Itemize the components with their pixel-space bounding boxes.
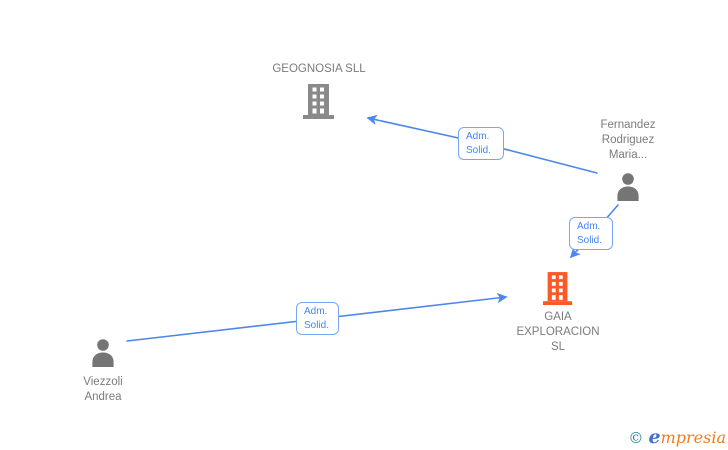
node-label: GEOGNOSIA SLL	[272, 63, 366, 75]
copyright-icon: ©	[628, 429, 644, 447]
node-fernandez[interactable]: Fernandez Rodriguez Maria...	[583, 118, 673, 201]
node-gaia[interactable]: GAIA EXPLORACION SL	[513, 272, 603, 355]
node-geognosia[interactable]: GEOGNOSIA SLL	[249, 62, 389, 120]
person-icon	[615, 173, 641, 201]
edge-label-adm-solid[interactable]: Adm. Solid.	[296, 302, 339, 335]
person-icon	[90, 339, 116, 367]
edge-label-adm-solid[interactable]: Adm. Solid.	[569, 217, 613, 250]
company-icon-highlighted	[542, 272, 574, 306]
edge-label-adm-solid[interactable]: Adm. Solid.	[458, 127, 504, 160]
node-viezzoli[interactable]: Viezzoli Andrea	[58, 339, 148, 405]
brand-initial: e	[648, 426, 661, 448]
brand-text: mpresia	[660, 428, 726, 447]
node-label: Fernandez Rodriguez Maria...	[600, 119, 656, 161]
empresia-watermark[interactable]: © empresia	[628, 426, 726, 448]
node-label: GAIA EXPLORACION SL	[516, 311, 600, 353]
company-icon	[302, 84, 336, 120]
node-label: Viezzoli Andrea	[83, 376, 123, 403]
